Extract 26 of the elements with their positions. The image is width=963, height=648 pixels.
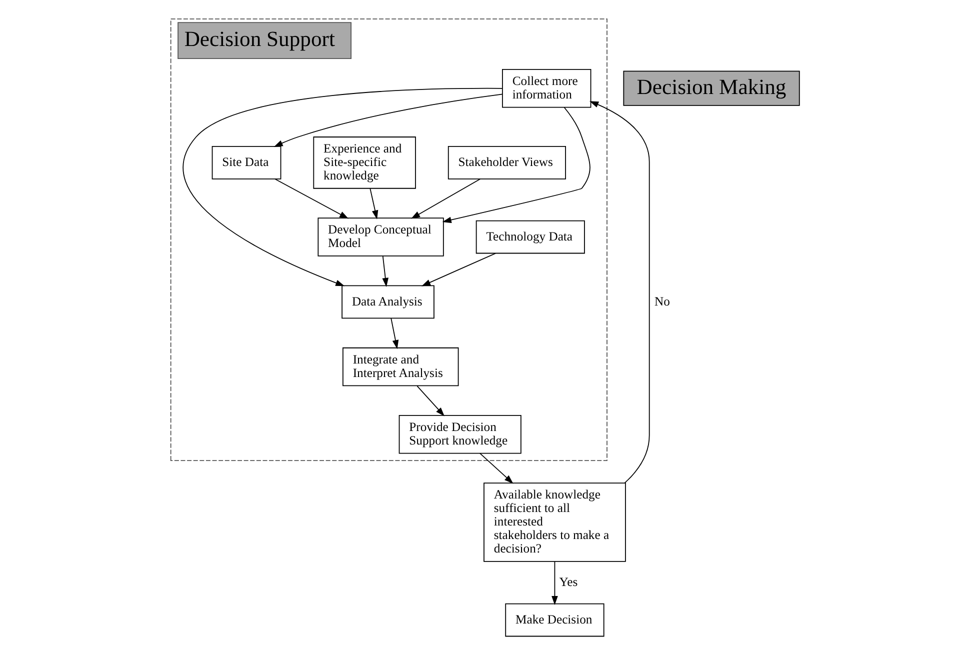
- arrow: [442, 106, 590, 224]
- edge-label: No: [654, 294, 670, 308]
- arrow: [390, 318, 399, 350]
- node-box: Available knowledge sufficient to all interested stakeholders to make a decision?: [484, 482, 626, 562]
- arrow: [182, 88, 503, 286]
- arrow: [411, 178, 481, 219]
- arrow: [421, 252, 496, 286]
- arrow: [382, 256, 388, 287]
- node-box: Experience and Site-specific knowledge: [313, 136, 416, 189]
- node-box: Stakeholder Views: [448, 146, 566, 180]
- node-box: Collect more information: [502, 68, 592, 108]
- node-box: Data Analysis: [342, 285, 434, 319]
- node-box: Provide Decision Support knowledge: [398, 415, 522, 454]
- arrow: [274, 178, 349, 219]
- node-box: Decision Making: [623, 70, 800, 106]
- node-box: Integrate and Interpret Analysis: [342, 347, 459, 386]
- arrow: [590, 101, 650, 484]
- node-box: Develop Conceptual Model: [318, 218, 444, 256]
- arrow: [552, 561, 558, 606]
- node-box: Technology Data: [476, 220, 585, 254]
- node-box: Make Decision: [505, 603, 604, 637]
- arrow: [370, 188, 378, 220]
- edge-label: Yes: [559, 574, 578, 589]
- arrow: [274, 94, 503, 147]
- node-box: Site Data: [212, 146, 282, 180]
- arrow: [416, 386, 445, 416]
